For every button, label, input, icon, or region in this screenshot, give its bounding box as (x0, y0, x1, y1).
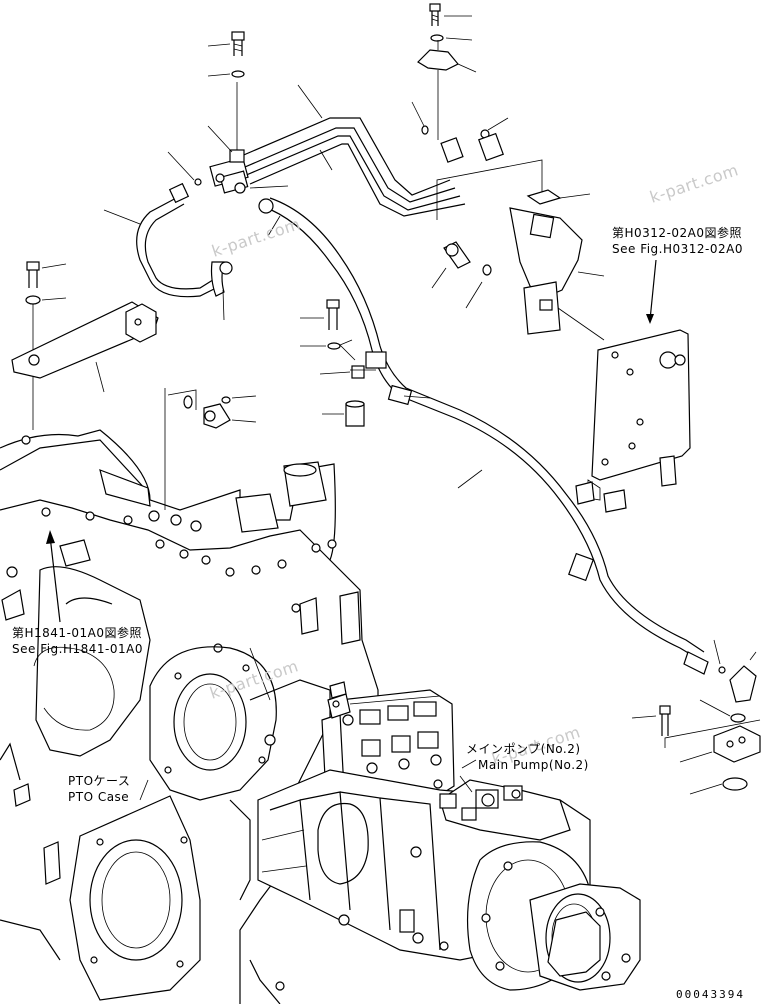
top-bolt (429, 3, 473, 42)
tube-pair (231, 84, 504, 217)
main-pump-en: Main Pump(No.2) (478, 758, 589, 772)
left-bracket (11, 261, 159, 430)
pto-case (0, 646, 277, 1001)
ref-h0312-en: See Fig.H0312-02A0 (612, 242, 743, 256)
elbow-left (183, 395, 257, 429)
top-clamp (417, 40, 477, 140)
hose-left (103, 151, 233, 321)
figure-code: 00043394 (676, 988, 745, 1001)
ref-h1841-en: See Fig.H1841-01A0 (12, 642, 143, 656)
transmission-housing (0, 429, 379, 807)
spacer-stack (300, 299, 431, 427)
support-bracket (431, 189, 605, 341)
pto-case-en: PTO Case (68, 790, 130, 804)
elbow-fitting (699, 639, 757, 723)
plate-bracket (575, 259, 691, 513)
main-pump-jp: メインポンプ(No.2) (466, 742, 581, 756)
ref-h1841-jp: 第H1841-01A0図参照 (12, 626, 143, 640)
section-lines (164, 159, 543, 510)
main-pump (257, 681, 641, 991)
ref-h0312-jp: 第H0312-02A0図参照 (612, 226, 743, 240)
hose-long (258, 197, 709, 675)
pto-case-jp: PTOケース (68, 774, 131, 788)
small-oring-right (411, 101, 509, 139)
adapter-block (631, 705, 761, 795)
leader-lines (46, 530, 477, 801)
junction-block (207, 82, 289, 194)
block-bolt (207, 31, 245, 78)
